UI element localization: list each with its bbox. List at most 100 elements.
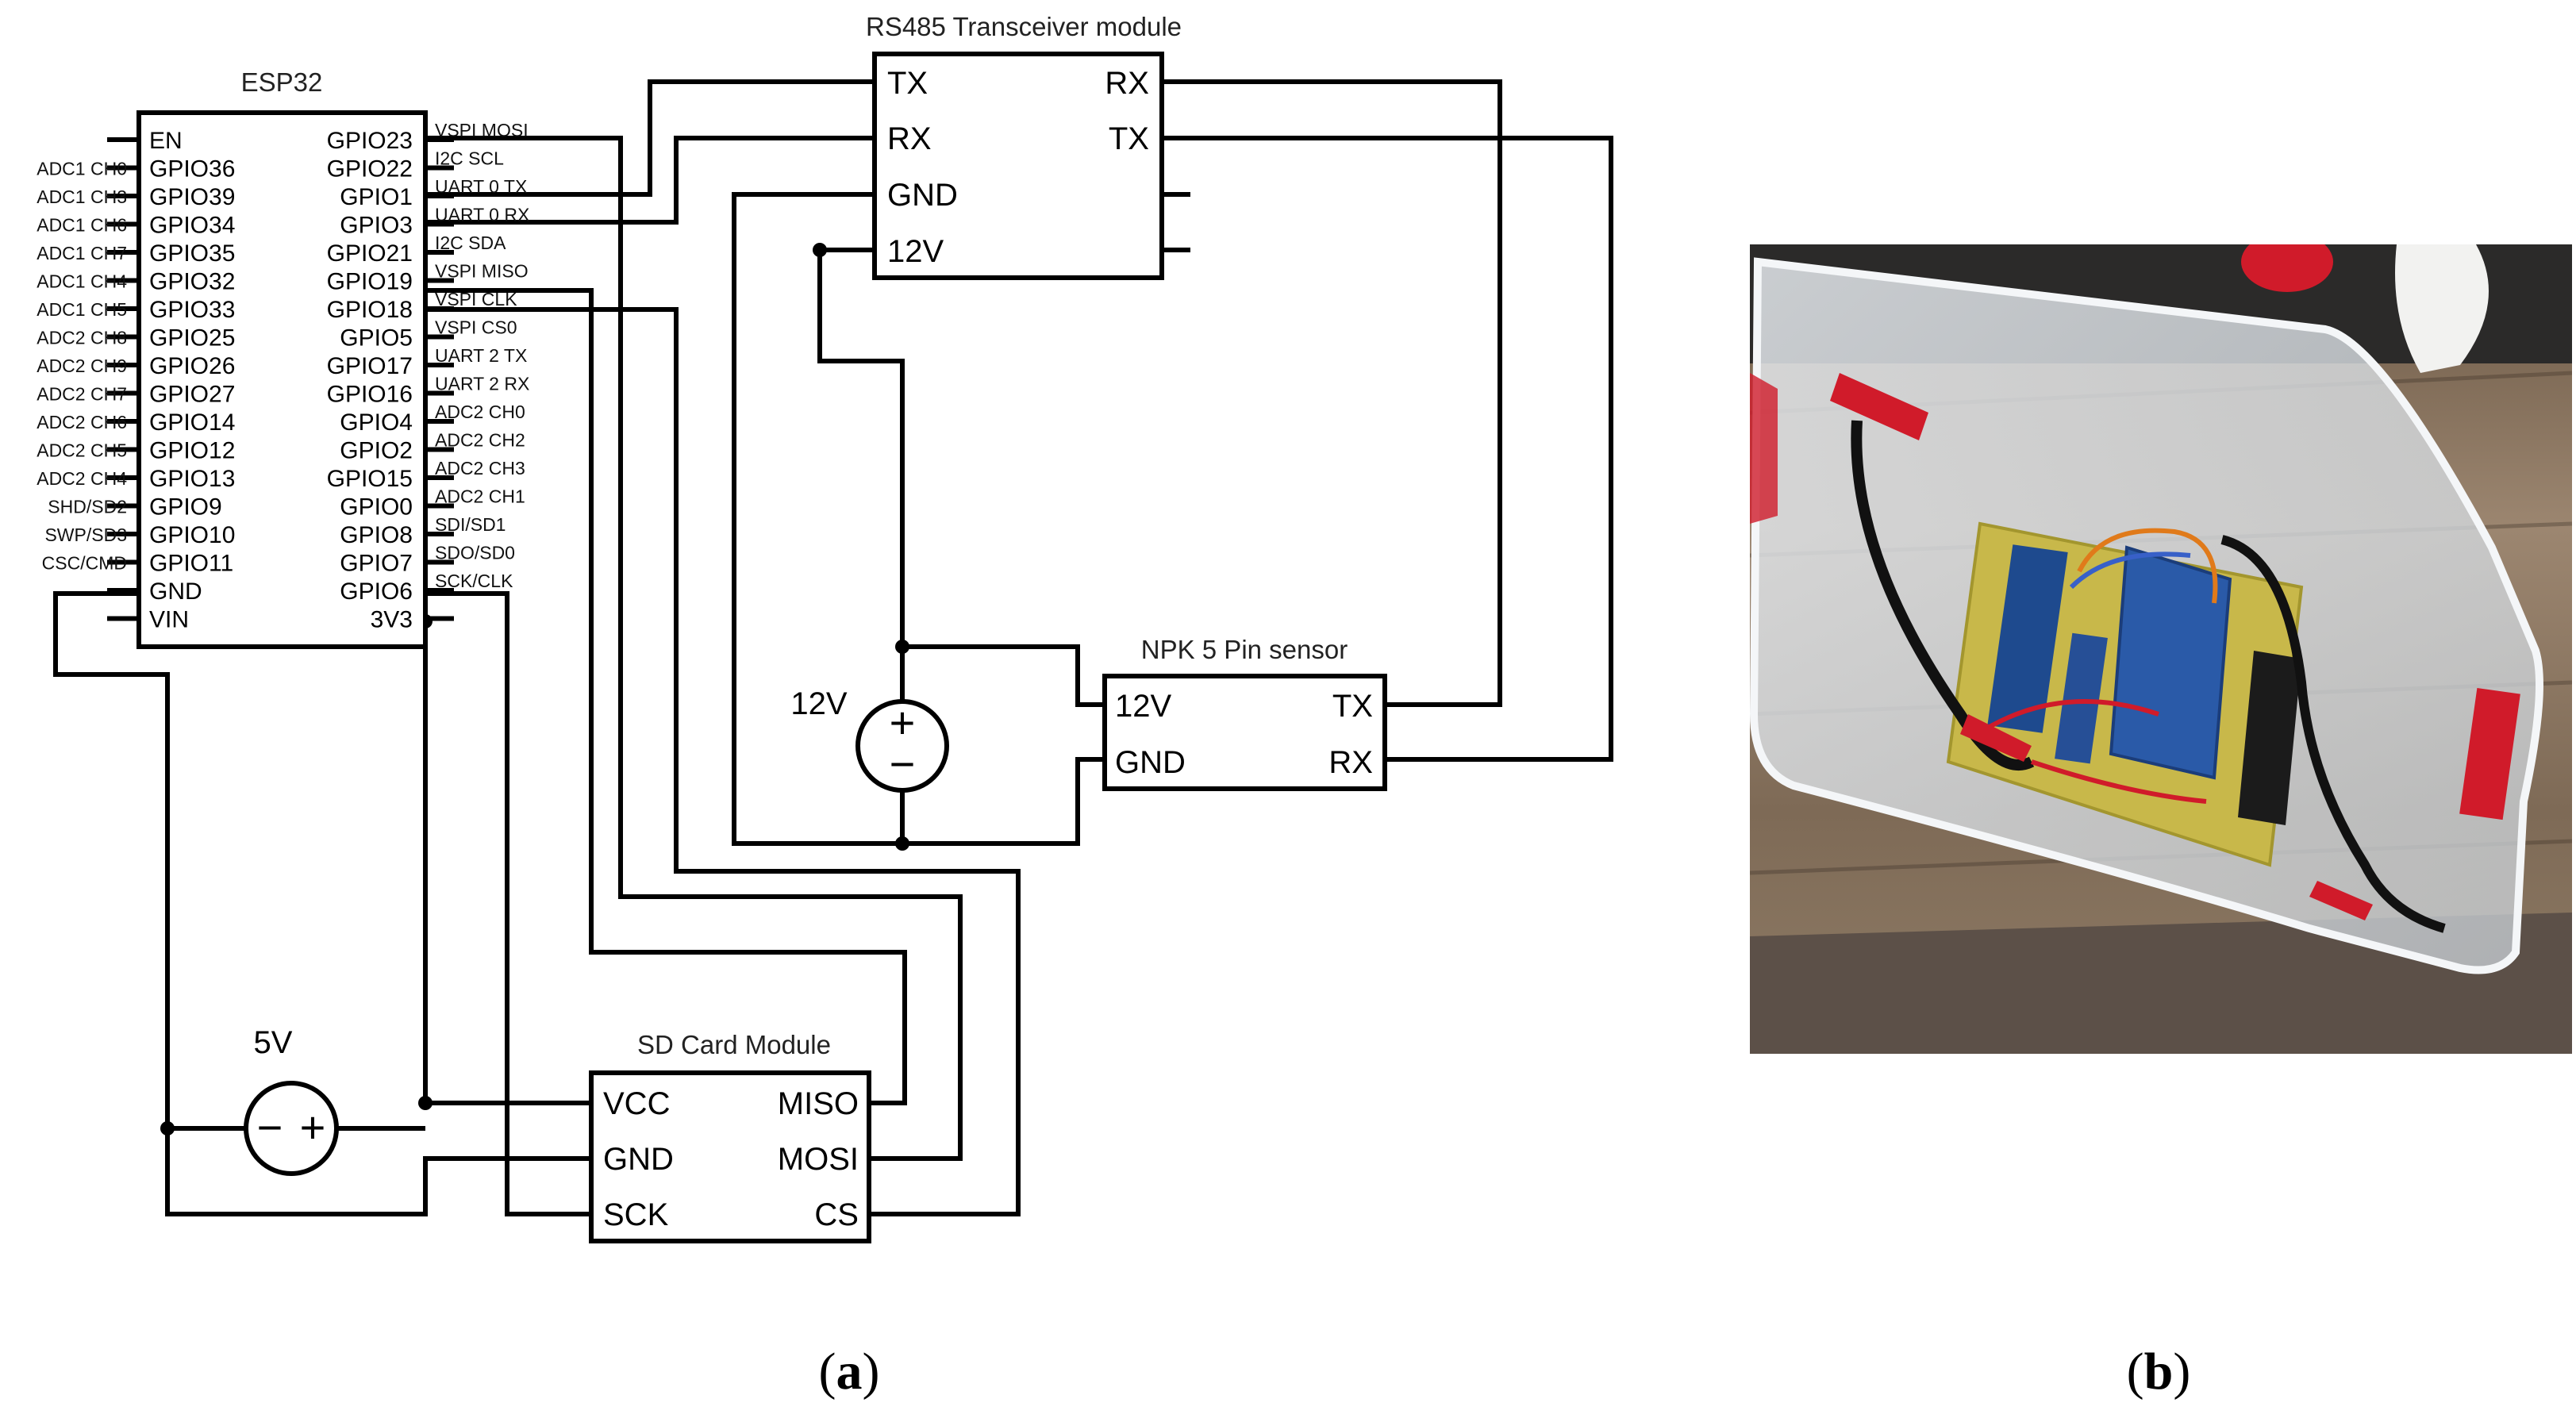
esp32-left-pin-function: ADC2 CH7 bbox=[37, 384, 127, 405]
esp32-left-pin-label: GPIO33 bbox=[149, 297, 235, 323]
sd-title: SD Card Module bbox=[637, 1030, 831, 1059]
esp32-left-pin-function: ADC1 CH7 bbox=[37, 243, 127, 263]
wire-rs485-12v bbox=[817, 248, 905, 727]
esp32-left-pin-function: ADC1 CH6 bbox=[37, 215, 127, 236]
esp32-left-pin-label: GPIO26 bbox=[149, 353, 235, 379]
esp32-left-pin-function: ADC1 CH4 bbox=[37, 271, 127, 292]
wire-rs485-rx-npk-tx bbox=[1162, 79, 1502, 707]
esp32-left-pin-label: GPIO34 bbox=[149, 213, 235, 239]
rs485-module: RS485 Transceiver module TX RX GND 12V R… bbox=[866, 12, 1190, 280]
esp32-right-pin-label: GPIO6 bbox=[340, 578, 413, 605]
npk-pin-gnd: GND bbox=[1115, 745, 1186, 780]
esp32-right-pin-label: GPIO23 bbox=[327, 128, 413, 154]
caption-b-letter: b bbox=[2144, 1343, 2174, 1401]
esp32-right-pin-function: UART 2 RX bbox=[435, 374, 529, 394]
rs485-pin-rx-right: RX bbox=[1105, 66, 1149, 101]
esp32-left-pin-function: ADC1 CH5 bbox=[37, 299, 127, 320]
rs485-pin-rx: RX bbox=[887, 121, 932, 156]
ground-background bbox=[1750, 913, 2572, 1054]
wire bbox=[2077, 528, 2218, 604]
esp32-right-pin-function: VSPI CS0 bbox=[435, 317, 517, 338]
esp32-right-pin-function: UART 0 RX bbox=[435, 205, 529, 225]
esp32-left-pin-function: ADC1 CH0 bbox=[37, 159, 127, 179]
sd-pin-cs: CS bbox=[814, 1197, 859, 1232]
npk-pin-tx: TX bbox=[1332, 689, 1373, 724]
esp32-right-pin-label: GPIO5 bbox=[340, 325, 413, 352]
caption-b: (b) bbox=[2127, 1343, 2191, 1401]
5v-source: 5V − + bbox=[244, 1025, 339, 1176]
sd-pin-gnd: GND bbox=[603, 1142, 674, 1177]
esp32-left-pin-label: GPIO25 bbox=[149, 325, 235, 352]
rs485-pin-tx: TX bbox=[887, 66, 928, 101]
rs485-pin-12v: 12V bbox=[887, 234, 944, 269]
esp32-right-pin-label: GPIO1 bbox=[340, 184, 413, 210]
sd-pin-mosi: MOSI bbox=[778, 1142, 859, 1177]
esp32-right-pin-function: I2C SCL bbox=[435, 148, 504, 169]
esp32-left-pin-function: ADC2 CH6 bbox=[37, 412, 127, 432]
minus-icon: − bbox=[257, 1102, 283, 1152]
esp32-right-pin-label: GPIO3 bbox=[340, 213, 413, 239]
cable bbox=[2220, 535, 2446, 933]
esp32-right-pin-function: VSPI MOSI bbox=[435, 120, 529, 140]
esp32-right-pin-function: ADC2 CH3 bbox=[435, 458, 525, 478]
rs485-pin-tx-right: TX bbox=[1109, 121, 1149, 156]
esp32-left-pin-label: EN bbox=[149, 128, 183, 154]
12v-source: 12V + − bbox=[790, 686, 949, 793]
esp32-box bbox=[136, 110, 428, 649]
esp32-right-pin-function: UART 0 TX bbox=[435, 176, 527, 197]
minus-icon: − bbox=[890, 739, 916, 789]
esp32-left-pin-label: GND bbox=[149, 578, 202, 605]
wire-gpio6-sd-sck bbox=[425, 591, 591, 1216]
wire-gpio23-sd-mosi bbox=[425, 136, 963, 1161]
esp32-right-pin-label: GPIO4 bbox=[340, 409, 413, 436]
caption-a-letter: a bbox=[836, 1343, 863, 1401]
junction-dot bbox=[418, 1096, 433, 1110]
esp32-left-pin-function: SWP/SD3 bbox=[44, 525, 127, 545]
red-connector bbox=[1830, 373, 1928, 440]
esp32-right-pin-function: VSPI CLK bbox=[435, 289, 517, 309]
esp32-title: ESP32 bbox=[241, 67, 323, 97]
wire-gpio19-sd-miso bbox=[425, 288, 907, 1105]
esp32-left-pin-label: GPIO10 bbox=[149, 522, 235, 548]
esp32-left-pin-label: GPIO39 bbox=[149, 184, 235, 210]
esp32-left-pin-label: GPIO9 bbox=[149, 494, 222, 521]
esp32-right-pin-label: GPIO17 bbox=[327, 353, 413, 379]
sd-box bbox=[589, 1070, 871, 1243]
npk-title: NPK 5 Pin sensor bbox=[1141, 635, 1348, 664]
wire-npk-12v bbox=[902, 644, 1105, 707]
esp32-right-pin-function: ADC2 CH1 bbox=[435, 486, 525, 507]
esp32-left-pin-label: GPIO12 bbox=[149, 438, 235, 464]
esp32-right-pin-label: GPIO0 bbox=[340, 494, 413, 521]
5v-source-label: 5V bbox=[254, 1025, 293, 1060]
sd-card-module: SD Card Module VCC GND SCK MISO MOSI CS bbox=[589, 1030, 871, 1243]
esp32-right-pin-function: ADC2 CH0 bbox=[435, 402, 525, 422]
wire-rs485-tx-npk-rx bbox=[1162, 136, 1613, 762]
enclosure-photo bbox=[1750, 244, 2572, 1054]
esp32-right-pin-function: VSPI MISO bbox=[435, 261, 529, 282]
esp32-right-pin-label: GPIO21 bbox=[327, 240, 413, 267]
junction-dot bbox=[895, 640, 909, 654]
black-module bbox=[2238, 651, 2301, 825]
esp32-right-pin-function: SCK/CLK bbox=[435, 571, 513, 591]
esp32-right-pin-label: GPIO7 bbox=[340, 551, 413, 577]
esp32-left-pin-label: GPIO13 bbox=[149, 466, 235, 492]
esp32-right-pin-function: ADC2 CH2 bbox=[435, 430, 525, 451]
npk-pin-12v: 12V bbox=[1115, 689, 1171, 724]
sd-pin-vcc: VCC bbox=[603, 1086, 670, 1121]
red-tape-roll bbox=[2241, 244, 2333, 292]
esp32-left-pin-label: GPIO32 bbox=[149, 269, 235, 295]
esp32-left-pin-function: ADC2 CH8 bbox=[37, 328, 127, 348]
small-board bbox=[2055, 632, 2108, 764]
esp32-left-pin-function: ADC2 CH4 bbox=[37, 468, 127, 489]
cable bbox=[1851, 420, 2035, 770]
red-connector bbox=[2309, 881, 2373, 920]
esp32-right-pin-function: SDO/SD0 bbox=[435, 543, 515, 563]
npk-sensor: NPK 5 Pin sensor 12V GND TX RX bbox=[1102, 635, 1387, 791]
npk-pin-rx: RX bbox=[1328, 745, 1373, 780]
esp32-right-pin-function: UART 2 TX bbox=[435, 345, 527, 366]
esp32-right-pin-label: GPIO15 bbox=[327, 466, 413, 492]
caption-a: (a) bbox=[819, 1343, 880, 1401]
caption-a-close: ) bbox=[863, 1343, 880, 1401]
